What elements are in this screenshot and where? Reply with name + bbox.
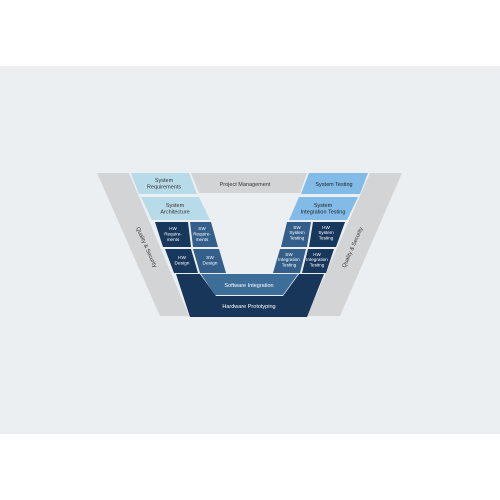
label-line: SW [206, 255, 214, 261]
hw-system-testing-box [309, 222, 345, 247]
label-line: Testing [319, 235, 334, 240]
label-line: SW [198, 226, 206, 231]
label-line: HW [169, 226, 177, 231]
label-line: SW [285, 252, 293, 257]
system-testing-box [301, 173, 368, 194]
quality-security-right-band [307, 173, 402, 316]
label-line: Testing [310, 262, 325, 267]
label-line: Testing [282, 262, 297, 267]
hardware-prototyping-label: Hardware Prototyping [222, 304, 275, 310]
v-model-diagram: Project Management Quality & Security Qu… [0, 66, 500, 434]
sw-design-box [193, 249, 226, 273]
label-line: Architecture [160, 210, 189, 216]
project-management-bar [191, 173, 307, 193]
system-requirements-box [131, 173, 197, 194]
hw-integration-testing-box [302, 249, 334, 273]
label-line: Integration [306, 257, 328, 262]
label-line: System [314, 203, 333, 209]
hardware-prototyping-bar [176, 274, 324, 317]
software-integration-bar [201, 274, 298, 295]
label-line: Integration [278, 257, 300, 262]
label-line: System [155, 178, 174, 184]
label-line: Require- [193, 231, 211, 236]
sw-system-testing-box [281, 222, 311, 247]
label-line: Requirements [147, 185, 181, 191]
label-line: System [289, 230, 304, 235]
label-line: ments [167, 237, 180, 242]
system-architecture-box [141, 197, 210, 220]
label-line: System [318, 230, 333, 235]
label-line: Require- [164, 231, 182, 236]
label-line: Design [175, 261, 190, 267]
label-line: System [166, 203, 185, 209]
hw-requirements-box [155, 222, 191, 247]
sw-integration-testing-box [273, 249, 306, 273]
system-testing-label: System Testing [315, 182, 352, 188]
label-line: Design [203, 261, 218, 267]
quality-security-left-band [97, 173, 189, 316]
label-line: Testing [290, 235, 305, 240]
diagram-canvas: Project Management Quality & Security Qu… [0, 66, 500, 434]
system-integration-testing-box [289, 197, 358, 220]
label-line: HW [313, 252, 321, 257]
diagram-background [0, 66, 500, 434]
software-integration-label: Software Integration [224, 283, 273, 289]
sw-requirements-box [190, 222, 218, 247]
label-line: SW [293, 225, 301, 230]
label-line: Integration Testing [301, 210, 346, 216]
label-line: HW [322, 225, 330, 230]
project-management-label: Project Management [220, 182, 271, 188]
label-line: ments [196, 237, 209, 242]
hw-design-box [165, 249, 198, 273]
label-line: HW [178, 255, 186, 261]
